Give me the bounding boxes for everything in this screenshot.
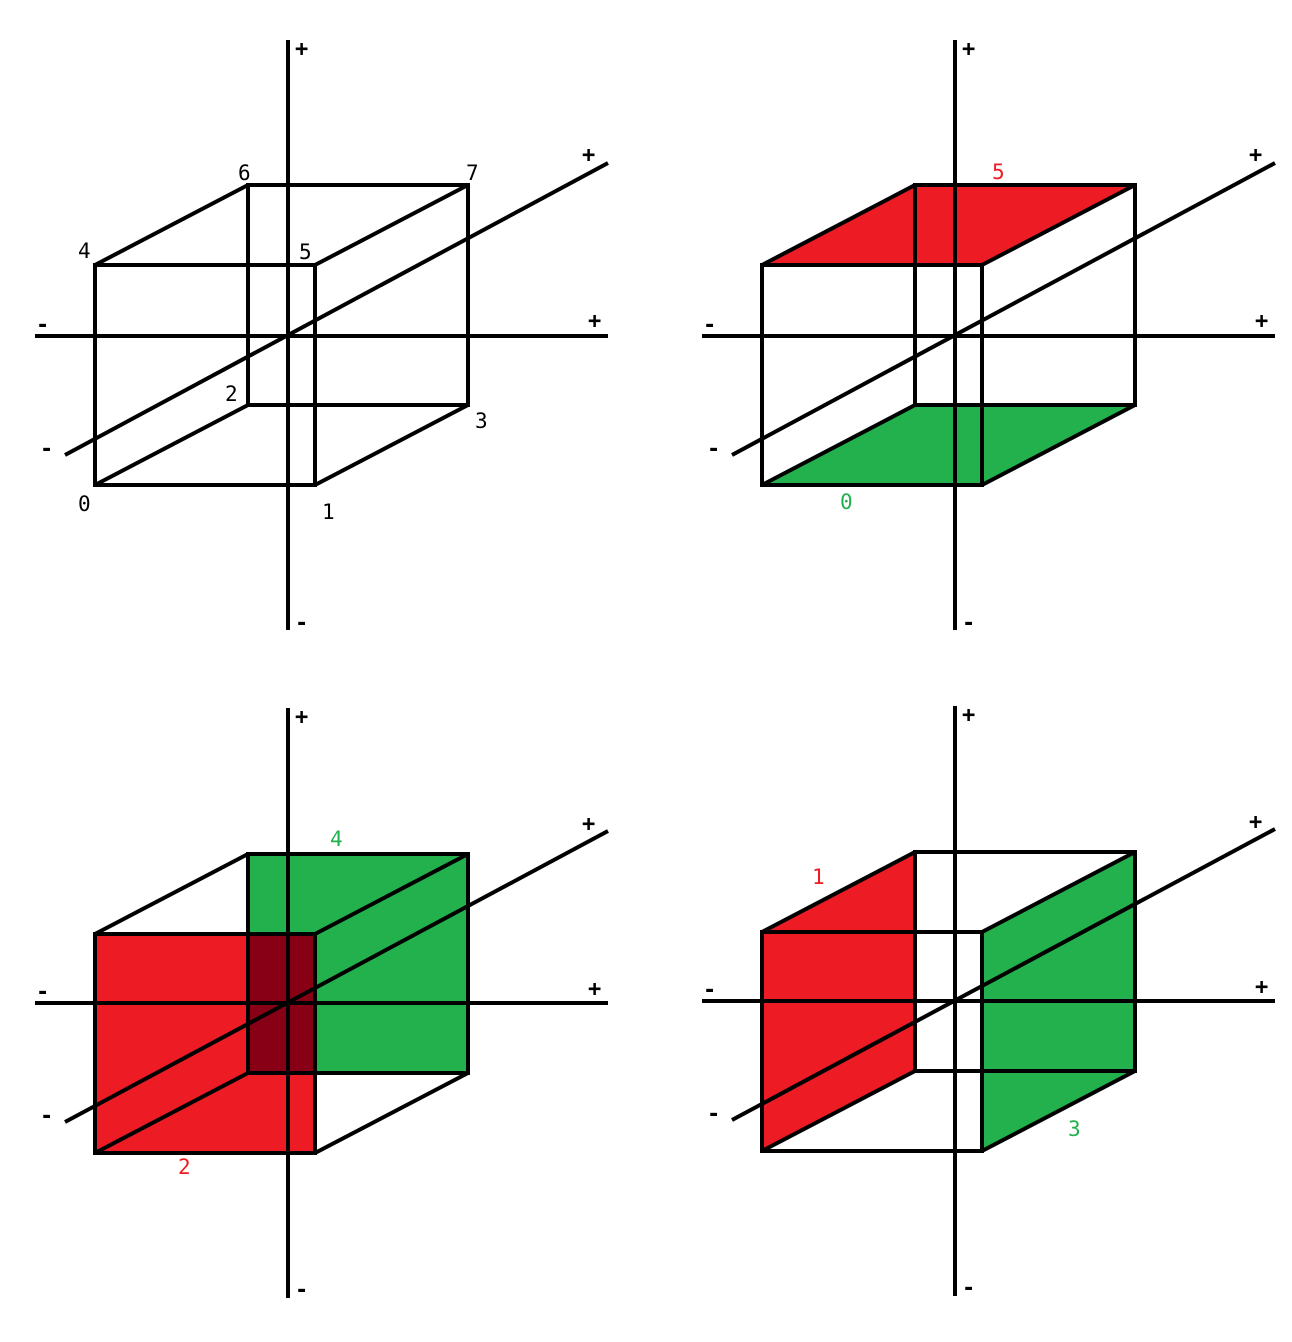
z-minus-sign: - [707,1102,720,1127]
cube-edge [761,1069,916,1153]
x-plus-sign: + [588,309,601,334]
panel-vertices: + - - + - + 0 1 2 3 4 5 6 7 [35,37,609,636]
z-plus-sign: + [582,143,595,168]
cube-edge [94,403,249,487]
z-axis [731,161,1276,457]
x-minus-sign: - [703,313,716,338]
vertex-label-0: 0 [78,492,91,516]
face-label-1: 1 [812,865,825,889]
z-plus-sign: + [1249,810,1262,835]
cube-edge [981,183,1136,267]
y-plus-sign: + [962,37,975,62]
z-axis [64,161,609,457]
z-axis [64,829,609,1124]
face-label-3: 3 [1068,1117,1081,1141]
vertex-label-5: 5 [299,240,312,264]
y-minus-sign: - [962,611,975,636]
x-plus-sign: + [588,977,601,1002]
z-minus-sign: - [707,437,720,462]
cube-edge [981,1069,1136,1153]
cube-edge [314,403,469,487]
face-label-4: 4 [330,827,343,851]
cube-front-face [93,263,317,487]
y-plus-sign: + [295,37,308,62]
face-label-5: 5 [992,160,1005,184]
z-axis [731,827,1276,1122]
panel-faces-0-5: + - - + - + 5 0 [702,37,1276,636]
y-plus-sign: + [295,705,308,730]
cube-edge [94,852,249,936]
y-plus-sign: + [962,703,975,728]
vertex-label-6: 6 [238,161,251,185]
z-plus-sign: + [582,812,595,837]
cube-edge [981,850,1136,934]
cube-edge [314,183,469,267]
face-label-2: 2 [178,1155,191,1179]
y-minus-sign: - [295,611,308,636]
y-minus-sign: - [962,1276,975,1301]
z-minus-sign: - [40,437,53,462]
cube-edge [761,403,916,487]
panel-faces-2-4: + - - + - + 4 2 [35,705,609,1303]
vertex-label-3: 3 [475,409,488,433]
cube-edge [314,1071,469,1155]
vertex-label-1: 1 [322,500,335,524]
x-minus-sign: - [36,313,49,338]
face-label-0: 0 [840,490,853,514]
cube-edge [761,850,916,934]
face-5-top [762,185,1135,265]
x-plus-sign: + [1255,309,1268,334]
cube-edge [981,403,1136,487]
panel-faces-1-3: + - - + - + 1 3 [702,703,1276,1301]
cube-back-face [246,183,470,407]
vertex-label-2: 2 [225,382,238,406]
x-minus-sign: - [703,978,716,1003]
z-plus-sign: + [1249,143,1262,168]
x-plus-sign: + [1255,975,1268,1000]
cube-edge [94,183,249,267]
x-minus-sign: - [36,980,49,1005]
y-minus-sign: - [295,1278,308,1303]
z-minus-sign: - [40,1104,53,1129]
cube-edge [94,1071,249,1155]
cube-edge [761,183,916,267]
face-0-bottom [762,405,1135,485]
vertex-label-4: 4 [78,239,91,263]
vertex-label-7: 7 [466,161,479,185]
cube-edge [314,852,469,936]
